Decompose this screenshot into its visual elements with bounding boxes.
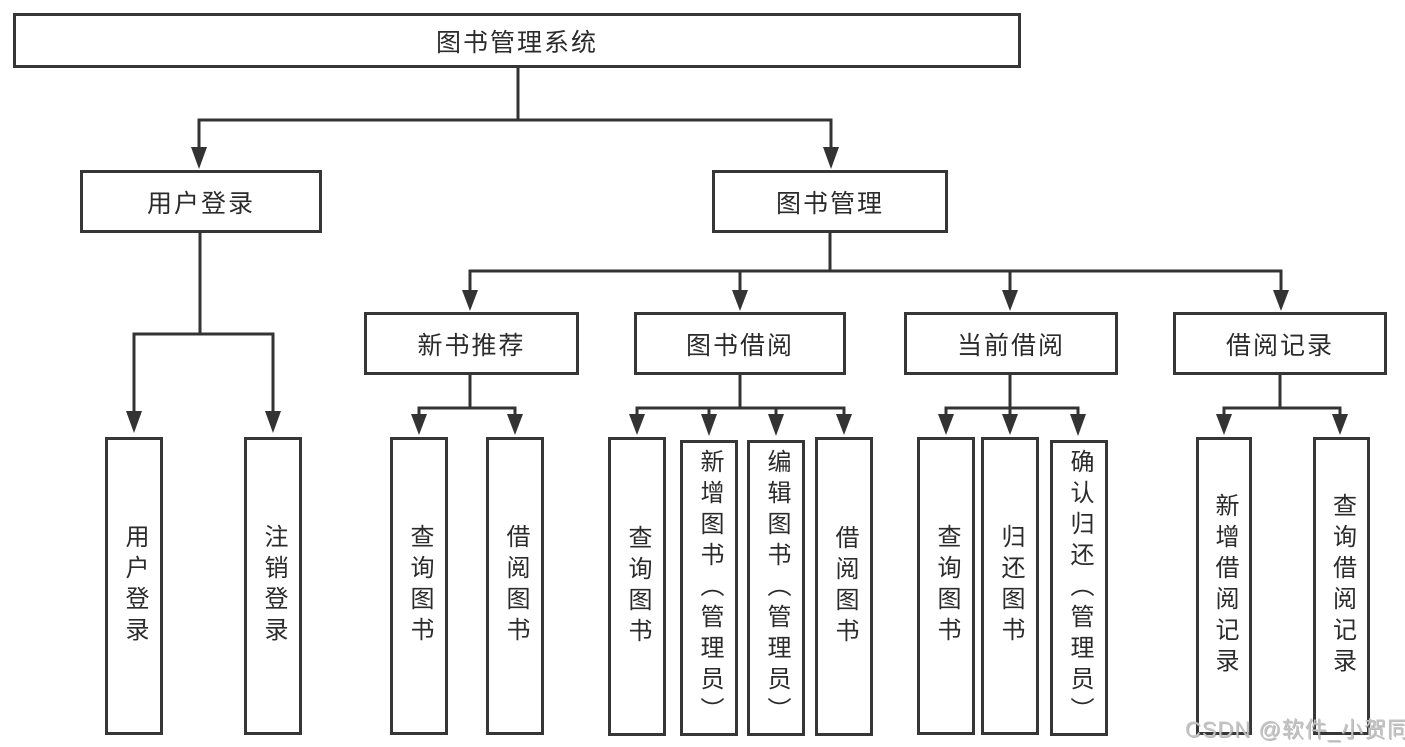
leaf-borrow-book: 借阅图书 [815, 437, 873, 736]
node-borrow-records: 借阅记录 [1173, 312, 1387, 375]
node-new-book-recommend: 新书推荐 [364, 312, 579, 375]
node-system-root: 图书管理系统 [13, 13, 1021, 68]
leaf-return-book: 归还图书 [981, 437, 1039, 735]
leaf-label: 查询图书 [624, 524, 651, 649]
leaf-user-login: 用户登录 [105, 437, 163, 735]
leaf-query-book: 查询图书 [917, 437, 975, 735]
leaf-label: 归还图书 [997, 524, 1024, 648]
leaf-add-borrow-record: 新增借阅记录 [1196, 437, 1252, 735]
leaf-label: 新增借阅记录 [1211, 493, 1238, 679]
node-book-management-branch: 图书管理 [712, 170, 948, 233]
leaf-confirm-return-admin: 确认归还（管理员） [1050, 440, 1108, 736]
leaf-label: 编辑图书（管理员） [763, 448, 790, 728]
node-book-borrow: 图书借阅 [634, 312, 846, 375]
leaf-label: 新增图书（管理员） [696, 448, 723, 728]
leaf-logout: 注销登录 [244, 437, 302, 735]
leaf-borrow-book: 借阅图书 [486, 437, 544, 735]
leaf-query-book: 查询图书 [608, 437, 666, 736]
leaf-label: 查询图书 [406, 524, 433, 648]
node-user-login-branch: 用户登录 [80, 170, 322, 233]
csdn-watermark: CSDN @软件_小贺同学 [1185, 717, 1405, 742]
leaf-label: 用户登录 [121, 524, 148, 648]
leaf-label: 查询图书 [933, 524, 960, 648]
leaf-query-borrow-record: 查询借阅记录 [1313, 437, 1370, 735]
leaf-label: 查询借阅记录 [1328, 493, 1356, 679]
leaf-add-book-admin: 新增图书（管理员） [680, 440, 738, 736]
leaf-label: 借阅图书 [502, 524, 529, 648]
leaf-label: 注销登录 [260, 524, 287, 648]
leaf-label: 借阅图书 [831, 524, 858, 649]
leaf-label: 确认归还（管理员） [1066, 448, 1093, 728]
leaf-edit-book-admin: 编辑图书（管理员） [747, 440, 805, 736]
node-current-borrow: 当前借阅 [904, 312, 1118, 375]
leaf-query-book: 查询图书 [390, 437, 448, 735]
